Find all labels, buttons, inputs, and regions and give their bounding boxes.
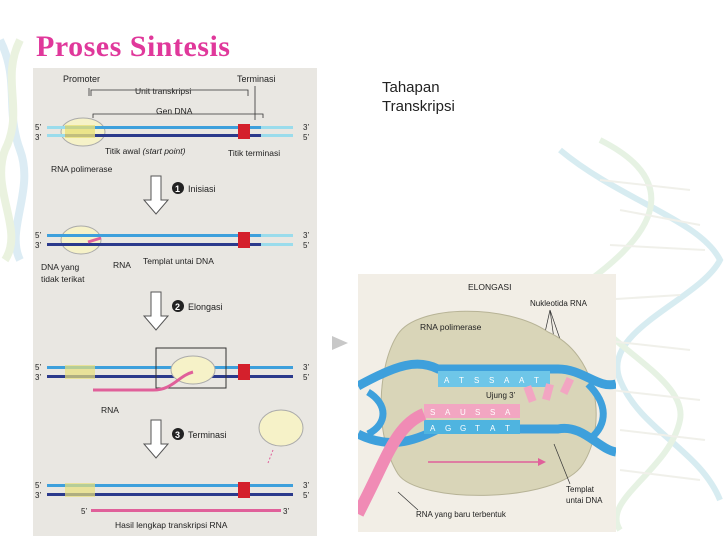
- template-top-bases: A T S S A A T: [438, 371, 550, 387]
- three-prime-label: 3’: [35, 241, 41, 250]
- top-base: A: [504, 376, 510, 385]
- bottom-base: A: [490, 424, 496, 433]
- five-prime-label-right: 5’: [303, 133, 309, 142]
- template-bottom-bases: A G G T A T: [424, 420, 520, 434]
- elongasi-title: ELONGASI: [468, 282, 511, 292]
- dna-yang-label: DNA yang: [41, 262, 80, 272]
- step-2-number: 2: [175, 302, 180, 312]
- templat-label: Templat: [566, 485, 595, 494]
- five-prime-label-right: 5’: [303, 373, 309, 382]
- three-prime-label-right: 3’: [303, 363, 309, 372]
- bottom-base: T: [475, 424, 480, 433]
- bottom-base: T: [505, 424, 510, 433]
- chevron-right-icon: [332, 336, 348, 350]
- bottom-base: G: [445, 424, 451, 433]
- page-title: Proses Sintesis: [36, 30, 231, 63]
- hasil-transkripsi-label: Hasil lengkap transkripsi RNA: [115, 520, 228, 530]
- step-1-number: 1: [175, 184, 180, 194]
- down-arrow-icon: [142, 175, 170, 215]
- step-3-terminasi: Terminasi: [188, 430, 227, 440]
- step-2-elongasi: Elongasi: [188, 302, 223, 312]
- top-base: T: [459, 376, 464, 385]
- three-prime-label: 3’: [35, 373, 41, 382]
- rna-polimerase-label: RNA polimerase: [51, 164, 113, 174]
- released-polymerase-shape: [258, 409, 304, 447]
- terminasi-top-label: Terminasi: [237, 74, 276, 84]
- three-prime-label: 3’: [35, 133, 41, 142]
- rna-base: A: [445, 408, 451, 417]
- down-arrow-icon: [142, 419, 170, 459]
- subtitle-line-1: Tahapan: [382, 79, 440, 96]
- bottom-base: G: [460, 424, 466, 433]
- three-prime-label-right: 3’: [303, 123, 309, 132]
- untai-dna-label: untai DNA: [566, 496, 603, 505]
- five-prime-label: 5’: [35, 231, 41, 240]
- rna-base: A: [505, 408, 511, 417]
- rna-base: S: [475, 408, 480, 417]
- step-1-inisiasi: Inisiasi: [188, 184, 216, 194]
- three-prime-label-rna: 3’: [283, 507, 289, 516]
- gen-dna-label: Gen DNA: [156, 106, 193, 116]
- transcription-stages-diagram: Promoter Unit transkripsi Terminasi Gen …: [33, 68, 317, 536]
- new-rna-strand: [358, 408, 427, 517]
- rna-base: U: [460, 408, 466, 417]
- rna-base: S: [430, 408, 435, 417]
- top-base: S: [474, 376, 479, 385]
- elongasi-detail-diagram: ELONGASI Nukleotida RNA RNA polimerase A…: [358, 274, 616, 532]
- subtitle-line-2: Transkripsi: [382, 98, 455, 115]
- five-prime-label: 5’: [35, 123, 41, 132]
- templat-untai-label: Templat untai DNA: [143, 256, 214, 266]
- rna-base: S: [490, 408, 495, 417]
- rna-bases: S A U S S A: [424, 404, 520, 418]
- rna-polymerase-shape: [60, 225, 102, 255]
- rna-baru-label: RNA yang baru terbentuk: [416, 510, 507, 519]
- rna-label-stage3: RNA: [101, 405, 119, 415]
- top-base: A: [519, 376, 525, 385]
- three-prime-label-right: 3’: [303, 481, 309, 490]
- three-prime-label-right: 3’: [303, 231, 309, 240]
- down-arrow-icon: [142, 291, 170, 331]
- ujung-3-label: Ujung 3’: [486, 391, 516, 400]
- rna-polimerase-label: RNA polimerase: [420, 322, 482, 332]
- titik-awal-label: Titik awal (start point): [105, 146, 186, 156]
- top-base: A: [444, 376, 450, 385]
- five-prime-label-right: 5’: [303, 241, 309, 250]
- section-subtitle: Tahapan Transkripsi: [382, 78, 455, 116]
- five-prime-label-right: 5’: [303, 491, 309, 500]
- nukleotida-rna-label: Nukleotida RNA: [530, 299, 588, 308]
- five-prime-label: 5’: [35, 363, 41, 372]
- five-prime-label-rna: 5’: [81, 507, 87, 516]
- step-3-number: 3: [175, 430, 180, 440]
- promoter-label: Promoter: [63, 74, 100, 84]
- top-base: S: [489, 376, 494, 385]
- tidak-terikat-label: tidak terikat: [41, 274, 85, 284]
- unit-transkripsi-label: Unit transkripsi: [135, 86, 191, 96]
- top-base: T: [534, 376, 539, 385]
- titik-terminasi-label: Titik terminasi: [228, 148, 280, 158]
- bottom-base: A: [430, 424, 436, 433]
- three-prime-label: 3’: [35, 491, 41, 500]
- five-prime-label: 5’: [35, 481, 41, 490]
- rna-label-stage2: RNA: [113, 260, 131, 270]
